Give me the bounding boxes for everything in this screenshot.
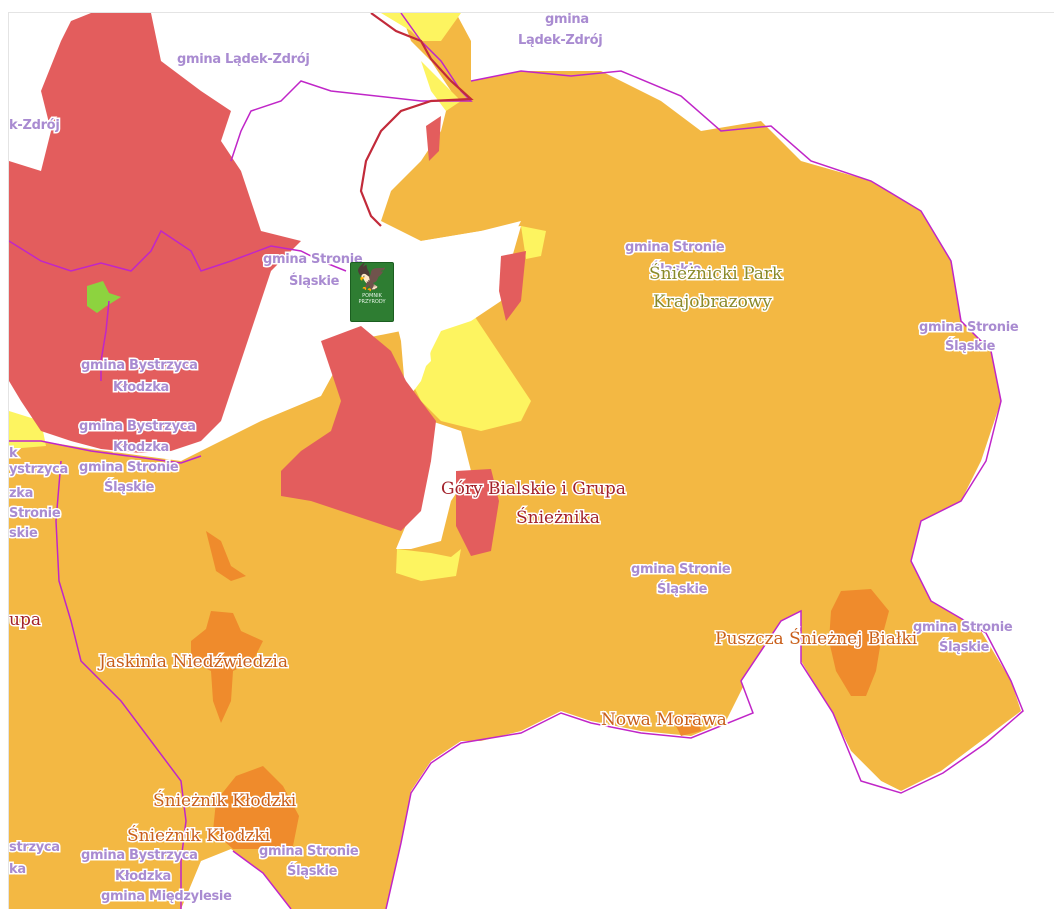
area-label: Śnieżnika [516,507,600,528]
gmina-label: gmina Stronie [631,562,731,577]
area-label: Śnieżnik Kłodzki [153,790,297,811]
buffer-zone-east[interactable] [521,226,546,259]
reserve-jaskinia[interactable] [191,611,263,723]
map-canvas[interactable]: gmina Lądek-Zdrój gmina Lądek-Zdrój k-Zd… [8,12,1054,909]
area-label: Puszcza Śnieżnej Białki [715,628,918,649]
reserve-nowa-morawa[interactable] [671,713,701,736]
buffer-zone-north[interactable] [381,13,461,41]
reserve-small[interactable] [206,531,246,581]
gmina-label: Śląskie [945,338,996,354]
area-label: Góry Bialskie i Grupa [441,479,626,499]
gmina-label: ka [9,862,26,877]
gmina-label-group: gmina Lądek-Zdrój gmina Lądek-Zdrój k-Zd… [9,13,1021,906]
gmina-label: Śląskie [939,639,990,655]
gmina-label: zka [9,486,33,501]
gmina-label: gmina Stronie [625,240,725,255]
buffer-zone-central[interactable] [411,311,531,431]
landscape-park-east-sliver[interactable] [499,251,526,321]
gmina-label: gmina Stronie [913,620,1013,635]
gmina-label: Kłodzka [113,380,169,395]
area-label: Nowa Morawa [601,710,727,730]
gmina-label: Śląskie [104,479,155,495]
gmina-label: Kłodzka [113,440,169,455]
natural-monument-area[interactable] [87,281,121,313]
gmina-label: ystrzyca [9,462,68,477]
county-boundary [359,13,474,227]
gmina-label: gmina Stronie [919,320,1019,335]
gmina-label: Lądek-Zdrój [518,33,602,48]
gmina-label: gmina Bystrzyca [81,848,198,863]
area-label: Jaskinia Niedźwiedzia [97,652,288,672]
unprotected-area-center [381,226,521,401]
gmina-label: gmina Stronie [79,460,179,475]
landscape-park-south-sliver[interactable] [456,469,499,556]
polish-eagle-icon: 🦅 [355,263,389,293]
buffer-zone-south[interactable] [396,549,461,581]
gmina-label: Śląskie [289,273,340,289]
gmina-label: Stronie [9,506,61,521]
gmina-label: gmina Stronie [259,844,359,859]
gmina-label: gmina Bystrzyca [79,419,196,434]
gmina-label: gmina Bystrzyca [81,358,198,373]
area-label: Śnieżnicki Park [649,263,783,284]
area-label: upa [9,610,41,630]
gmina-label: gmina Stronie [263,252,363,267]
emblem-text-line1: POMNIK [362,293,382,299]
landscape-park-west[interactable] [9,13,301,453]
gmina-label: Kłodzka [115,869,171,884]
area-label: Krajobrazowy [653,292,772,312]
reserve-snieznik[interactable] [213,766,299,849]
gmina-label: gmina Międzylesie [101,889,232,904]
gmina-label: Śląskie [651,261,702,277]
emblem-text-line2: PRZYRODY [358,299,386,305]
gmina-label: Śląskie [287,863,338,879]
map-layers[interactable]: gmina Lądek-Zdrój gmina Lądek-Zdrój k-Zd… [9,13,1054,909]
gmina-label: k [9,446,18,461]
natural-monument-marker[interactable]: 🦅 POMNIK PRZYRODY [350,262,394,322]
reserve-puszcza[interactable] [829,589,889,696]
landscape-park-north-sliver[interactable] [426,116,441,161]
natura-2000-area[interactable] [9,13,1021,909]
gmina-label: gmina Lądek-Zdrój [177,52,310,67]
area-label: Śnieżnik Kłodzki [127,825,271,846]
gmina-label: gmina [545,13,589,27]
gmina-label: strzyca [9,840,60,855]
gmina-label: Śląskie [657,581,708,597]
gmina-label: k-Zdrój [9,118,59,133]
unprotected-area-se [701,611,901,821]
buffer-zone-west[interactable] [421,61,461,111]
area-label-group: Śnieżnicki Park Krajobrazowy Góry Bialsk… [9,262,919,848]
gmina-label: skie [9,526,38,541]
gmina-boundaries [9,13,1024,909]
landscape-park-central[interactable] [281,326,436,531]
